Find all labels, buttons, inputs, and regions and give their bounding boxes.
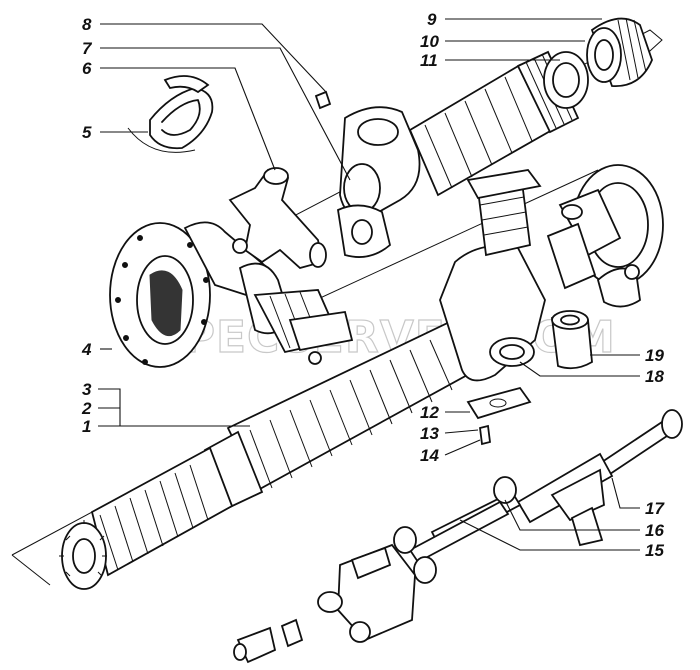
upper-tube-yoke <box>314 17 653 258</box>
splined-shaft-assembly <box>59 316 482 590</box>
callout-14: 14 <box>420 446 439 465</box>
left-flange-yoke <box>109 75 354 368</box>
callout-15: 15 <box>645 541 664 560</box>
callout-9: 9 <box>427 10 437 29</box>
callout-16: 16 <box>645 521 664 540</box>
callout-13: 13 <box>420 424 439 443</box>
callout-8: 8 <box>82 15 92 34</box>
callout-19: 19 <box>645 346 664 365</box>
callout-2: 2 <box>81 399 92 418</box>
callout-12: 12 <box>420 403 439 422</box>
propeller-shaft-assembly <box>233 409 683 664</box>
callout-labels: 8 7 6 5 4 3 2 1 9 10 11 12 13 14 19 18 1… <box>81 10 665 560</box>
callout-7: 7 <box>82 39 93 58</box>
callout-11: 11 <box>420 51 438 70</box>
callout-5: 5 <box>82 123 92 142</box>
callout-17: 17 <box>645 499 665 518</box>
callout-1: 1 <box>82 417 91 436</box>
callout-6: 6 <box>82 59 92 78</box>
right-flange-yoke <box>546 164 664 370</box>
callout-18: 18 <box>645 367 664 386</box>
callout-4: 4 <box>81 340 92 359</box>
callout-10: 10 <box>420 32 439 51</box>
leader-lines <box>98 18 640 551</box>
center-support-bracket <box>439 169 546 446</box>
callout-3: 3 <box>82 380 92 399</box>
